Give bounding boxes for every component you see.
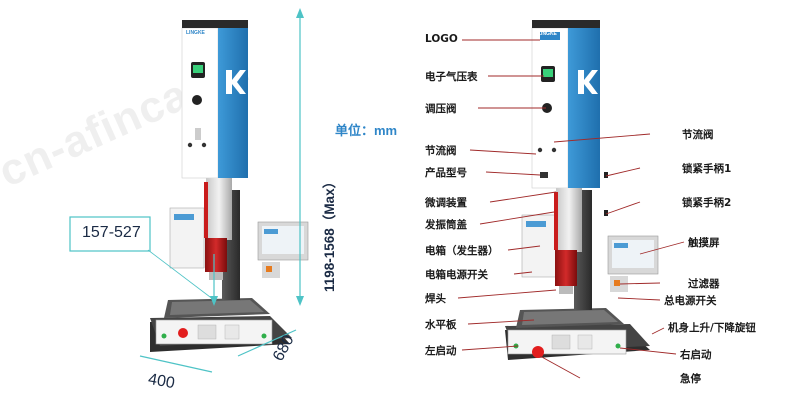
label-transducer-cover: 发振筒盖 — [425, 219, 467, 231]
label-right-start: 右启动 — [680, 349, 712, 361]
label-logo: LOGO — [425, 33, 458, 45]
label-lock-handle-2: 锁紧手柄2 — [682, 197, 732, 209]
label-horn: 焊头 — [425, 293, 446, 305]
label-touchscreen: 触摸屏 — [688, 237, 720, 249]
label-level-plate: 水平板 — [425, 319, 457, 331]
label-left-start: 左启动 — [425, 345, 457, 357]
unit-label: 单位：mm — [335, 123, 398, 138]
stroke-label: 157-527 — [82, 224, 141, 241]
left-machine — [150, 20, 309, 352]
label-emergency-stop: 急停 — [680, 373, 701, 385]
label-throttle-left: 节流阀 — [425, 145, 457, 157]
label-box-power-switch: 电箱电源开关 — [425, 269, 488, 281]
leader-lines — [457, 39, 685, 379]
label-generator-box: 电箱（发生器） — [425, 245, 499, 257]
label-lift-knob: 机身上升/下降旋钮 — [668, 322, 756, 334]
machine-logo-right: LINGKE — [538, 31, 557, 37]
label-main-power-switch: 总电源开关 — [664, 295, 717, 307]
label-pressure-gauge: 电子气压表 — [425, 71, 478, 83]
label-filter: 过滤器 — [688, 278, 720, 290]
right-machine — [505, 20, 659, 360]
machine-logo-left: LINGKE — [186, 30, 205, 36]
label-pressure-valve: 调压阀 — [425, 103, 457, 115]
label-throttle-right: 节流阀 — [682, 129, 714, 141]
label-fine-adjust: 微调装置 — [425, 197, 467, 209]
dimension-lines — [69, 8, 304, 373]
label-lock-handle-1: 锁紧手柄1 — [682, 163, 732, 175]
label-model: 产品型号 — [425, 167, 467, 179]
height-label: 1198-1568（Max） — [322, 174, 337, 292]
